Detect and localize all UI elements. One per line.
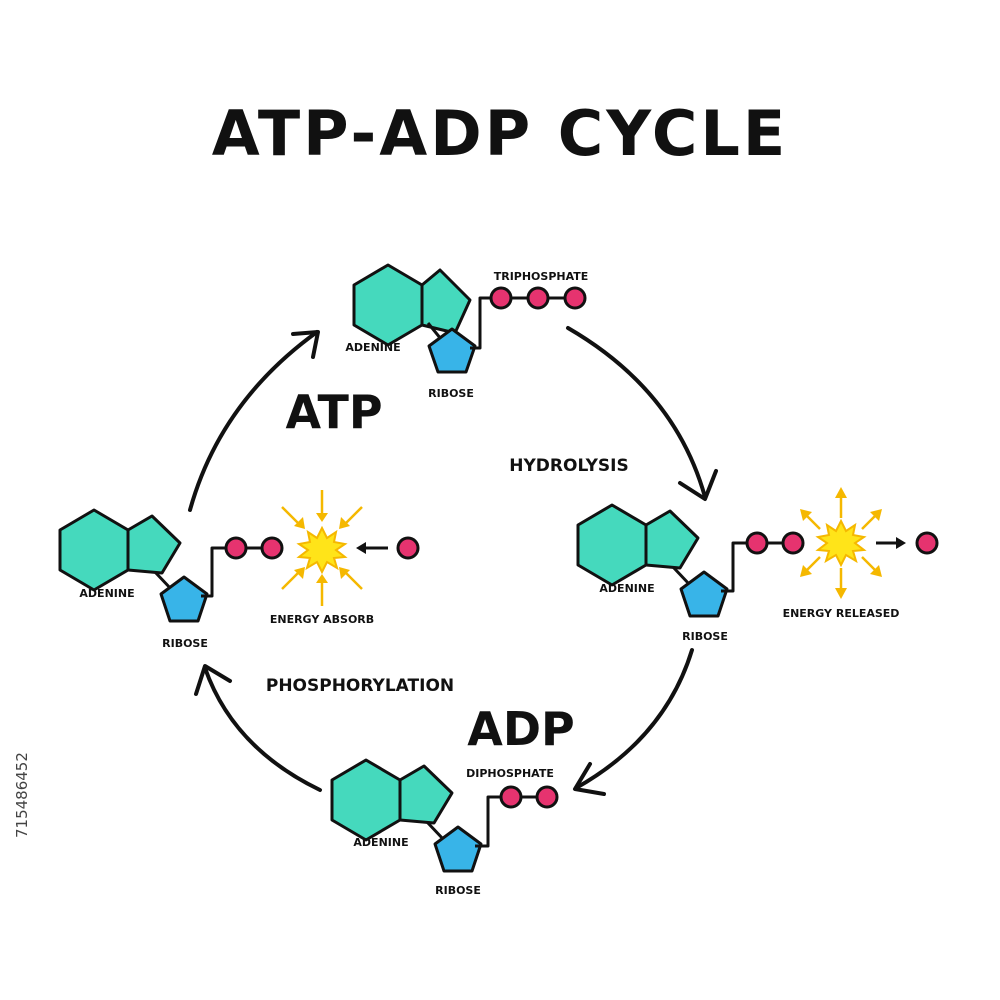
phosphate-free [915,531,939,555]
adp-to-bottom-arrow [573,648,694,796]
adenine-pentagon [398,764,454,825]
adenine-label: ADENINE [79,587,134,600]
adenine-hexagon [576,503,648,587]
adenine-pentagon [420,268,472,335]
phosphorylation-arrow [194,664,322,792]
ribose-pentagon [159,575,209,623]
atp-to-top-arrow [188,330,320,512]
energy-released-icon [800,487,882,599]
ribose-label: RIBOSE [435,884,481,897]
page-title: ATP-ADP CYCLE [212,97,789,170]
phosphate-2 [526,286,550,310]
phosphate-2 [781,531,805,555]
adp-molecule-right: ADENINE RIBOSE [576,503,805,643]
ribose-label: RIBOSE [682,630,728,643]
ribose-pentagon [427,327,477,374]
triphosphate-label: TRIPHOSPHATE [494,270,589,283]
energy-released-label: ENERGY RELEASED [783,607,900,620]
released-phosphate [876,531,939,555]
adenine-label: ADENINE [345,341,400,354]
phosphate-1 [489,286,513,310]
ribose-pentagon [433,825,483,873]
hydrolysis-arrow [566,326,718,501]
phosphate-1 [499,785,523,809]
atp-molecule-top: TRIPHOSPHATE ADENINE RIBOSE [345,263,589,400]
incoming-phosphate [356,536,420,560]
atp-label: ATP [285,385,382,439]
phosphorylation-label: PHOSPHORYLATION [266,676,454,696]
adenine-hexagon [58,508,130,592]
energy-absorb-icon [281,490,363,606]
adenine-hexagon [352,263,424,347]
adp-label: ADP [467,702,575,756]
adenine-label: ADENINE [353,836,408,849]
adenine-pentagon [126,514,182,575]
stock-id-watermark: 715486452 [13,752,31,838]
ribose-label: RIBOSE [428,387,474,400]
phosphate-free [396,536,420,560]
diphosphate-label: DIPHOSPHATE [466,767,554,780]
ribose-pentagon [679,570,729,618]
adenine-pentagon [644,509,700,570]
adenine-hexagon [330,758,402,842]
adp-molecule-bottom: DIPHOSPHATE ADENINE RIBOSE [330,758,559,897]
atp-molecule-left: ADENINE RIBOSE [58,508,284,650]
ribose-label: RIBOSE [162,637,208,650]
phosphate-1 [224,536,248,560]
phosphate-3 [563,286,587,310]
hydrolysis-label: HYDROLYSIS [509,456,629,476]
energy-absorb-label: ENERGY ABSORB [270,613,374,626]
adenine-label: ADENINE [599,582,654,595]
phosphate-2 [260,536,284,560]
phosphate-2 [535,785,559,809]
phosphate-1 [745,531,769,555]
